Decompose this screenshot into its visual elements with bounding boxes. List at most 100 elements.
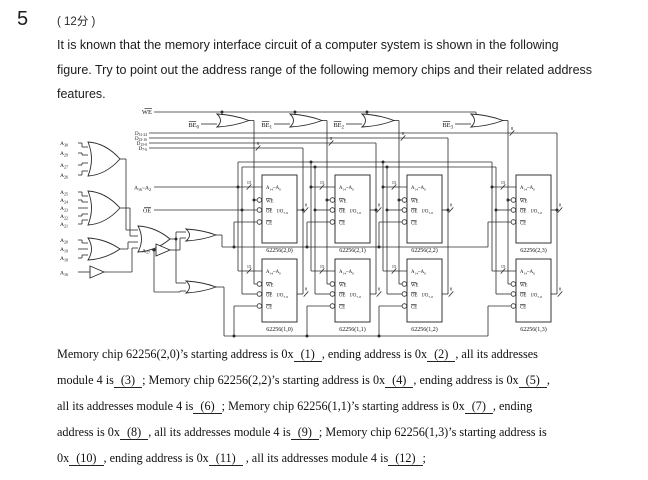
question-line: Memory chip 62256(2,0)’s starting addres… xyxy=(57,341,550,367)
svg-text:15: 15 xyxy=(392,180,397,185)
svg-text:A14~A0: A14~A0 xyxy=(339,270,354,275)
points-label: ( 12分 ) xyxy=(57,16,96,28)
svg-text:A24: A24 xyxy=(60,198,68,204)
svg-text:I/O7-0: I/O7-0 xyxy=(277,210,288,215)
svg-text:WE: WE xyxy=(520,284,528,289)
svg-text:62256(1,1): 62256(1,1) xyxy=(339,326,366,333)
question-text: ; xyxy=(422,451,426,465)
svg-text:WE: WE xyxy=(411,284,419,289)
svg-text:15: 15 xyxy=(320,264,325,269)
question-text: module 4 is xyxy=(57,373,114,387)
svg-text:OE: OE xyxy=(520,210,526,215)
svg-text:A25: A25 xyxy=(60,190,68,196)
svg-text:A14~A0: A14~A0 xyxy=(266,270,281,275)
svg-text:WE: WE xyxy=(411,200,419,205)
question-text: , ending xyxy=(492,399,533,413)
answer-blank-9: (9) xyxy=(290,425,319,440)
intro-line: features. xyxy=(57,87,106,101)
svg-text:A18: A18 xyxy=(60,256,68,262)
svg-text:OE: OE xyxy=(411,294,417,299)
svg-text:8: 8 xyxy=(257,141,260,146)
svg-text:15: 15 xyxy=(501,264,506,269)
svg-text:8: 8 xyxy=(450,203,453,208)
svg-text:D7-0: D7-0 xyxy=(139,147,148,152)
svg-text:D23-16: D23-16 xyxy=(135,137,147,142)
svg-text:8: 8 xyxy=(330,136,333,141)
svg-text:I/O7-0: I/O7-0 xyxy=(277,294,288,299)
answer-blank-6: (6) xyxy=(193,399,222,414)
svg-text:CE: CE xyxy=(411,222,417,227)
svg-text:62256(1,2): 62256(1,2) xyxy=(411,326,438,333)
question-line: 0x(10), ending address is 0x(11) , all i… xyxy=(57,445,550,471)
question-text: ; Memory chip 62256(1,3)’s starting addr… xyxy=(318,425,547,439)
intro-paragraph: It is known that the memory interface ci… xyxy=(57,33,592,107)
svg-text:WE: WE xyxy=(339,284,347,289)
svg-text:A16: A16 xyxy=(60,271,68,277)
answer-blank-11: (11) xyxy=(208,451,243,466)
svg-text:A14~A0: A14~A0 xyxy=(520,270,535,275)
svg-text:A30: A30 xyxy=(60,141,68,147)
svg-text:A14~A0: A14~A0 xyxy=(520,186,535,191)
question-text: , ending address is 0x xyxy=(413,373,519,387)
svg-text:A27: A27 xyxy=(60,163,68,169)
answer-blank-10: (10) xyxy=(69,451,104,466)
svg-text:15: 15 xyxy=(392,264,397,269)
svg-text:A20: A20 xyxy=(60,238,68,244)
questions-paragraph: Memory chip 62256(2,0)’s starting addres… xyxy=(57,341,550,471)
answer-blank-7: (7) xyxy=(464,399,493,414)
svg-text:CE: CE xyxy=(520,306,526,311)
intro-line: figure. Try to point out the address ran… xyxy=(57,62,593,77)
svg-text:8: 8 xyxy=(378,203,381,208)
answer-blank-8: (8) xyxy=(119,425,149,440)
svg-text:CE: CE xyxy=(339,222,345,227)
svg-text:8: 8 xyxy=(559,203,562,208)
answer-blank-12: (12) xyxy=(388,451,423,466)
question-text: all its addresses module 4 is xyxy=(57,399,194,413)
svg-text:I/O7-0: I/O7-0 xyxy=(350,210,361,215)
svg-text:8: 8 xyxy=(559,287,562,292)
intro-line: It is known that the memory interface ci… xyxy=(57,38,559,52)
svg-text:A19: A19 xyxy=(60,247,68,253)
question-text: ; Memory chip 62256(2,2)’s starting addr… xyxy=(142,373,386,387)
svg-text:OE: OE xyxy=(339,294,345,299)
svg-text:A22: A22 xyxy=(60,214,68,220)
question-text: , all its addresses module 4 is xyxy=(148,425,291,439)
question-text: , all its addresses xyxy=(455,347,538,361)
question-text: Memory chip 62256(2,0)’s starting addres… xyxy=(57,347,294,361)
svg-text:A16~A2: A16~A2 xyxy=(134,186,151,192)
svg-text:15: 15 xyxy=(501,180,506,185)
svg-text:62256(1,3): 62256(1,3) xyxy=(520,326,547,333)
question-text: , ending address is 0x xyxy=(321,347,428,361)
svg-text:BE1: BE1 xyxy=(261,122,272,130)
question-line: all its addresses module 4 is(6); Memory… xyxy=(57,393,550,419)
svg-text:OE: OE xyxy=(266,210,272,215)
svg-text:WE: WE xyxy=(142,109,152,116)
svg-text:A29: A29 xyxy=(60,151,68,157)
svg-text:D15-8: D15-8 xyxy=(137,142,147,147)
question-line: address is 0x(8), all its addresses modu… xyxy=(57,419,550,445)
svg-text:BE0: BE0 xyxy=(188,122,199,130)
svg-text:62256(2,2): 62256(2,2) xyxy=(411,247,438,254)
svg-text:8: 8 xyxy=(305,203,308,208)
question-text: address is 0x xyxy=(57,425,120,439)
svg-text:I/O7-0: I/O7-0 xyxy=(531,210,542,215)
answer-blank-2: (2) xyxy=(427,347,456,362)
question-text: ; Memory chip 62256(1,1)’s starting addr… xyxy=(221,399,465,413)
svg-text:A26: A26 xyxy=(60,173,68,179)
question-number: 5 xyxy=(17,8,29,30)
svg-text:8: 8 xyxy=(450,287,453,292)
svg-text:8: 8 xyxy=(402,131,405,136)
svg-text:A14~A0: A14~A0 xyxy=(266,186,281,191)
svg-text:WE: WE xyxy=(266,284,274,289)
svg-text:8: 8 xyxy=(305,287,308,292)
svg-text:OE: OE xyxy=(520,294,526,299)
answer-blank-4: (4) xyxy=(385,373,414,388)
svg-text:BE2: BE2 xyxy=(333,122,344,130)
svg-text:8: 8 xyxy=(378,287,381,292)
svg-text:CE: CE xyxy=(266,306,272,311)
svg-text:CE: CE xyxy=(266,222,272,227)
svg-text:15: 15 xyxy=(247,180,252,185)
